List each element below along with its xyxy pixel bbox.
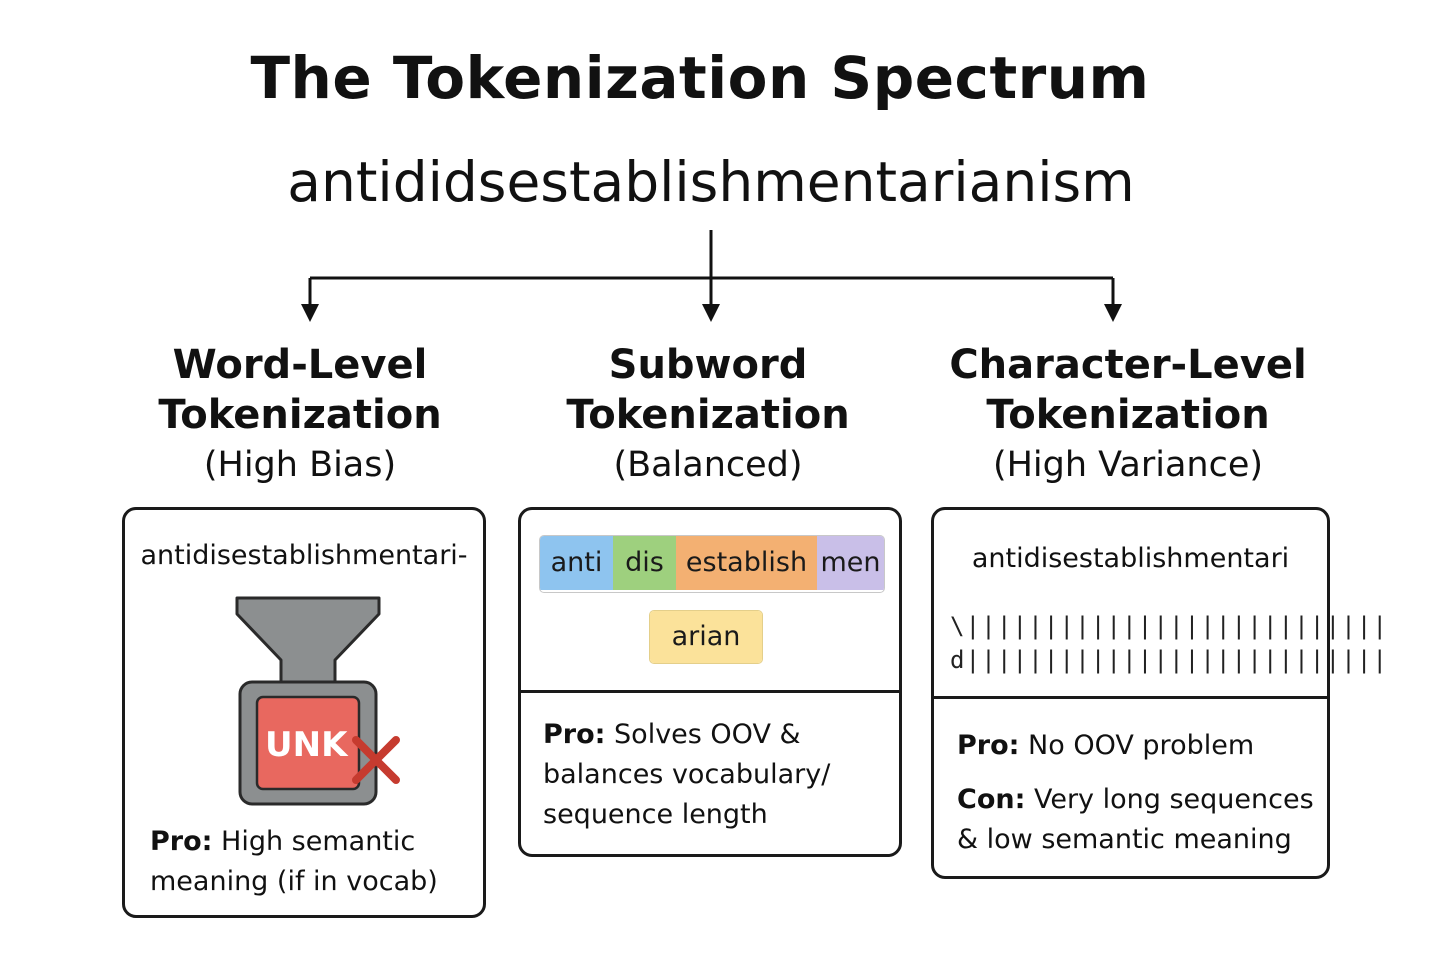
pro-text-line-2: balances vocabulary/ xyxy=(543,759,830,790)
character-level-con: Con: Very long sequences & low semantic … xyxy=(957,780,1322,860)
character-token-row: \||||||||||||||||||||||||||| xyxy=(950,612,1388,640)
pro-text-line-2: meaning (if in vocab) xyxy=(150,866,438,897)
character-level-title-2: Tokenization xyxy=(918,390,1338,440)
pro-text-line-3: sequence length xyxy=(543,799,768,830)
word-level-card: antidisestablishmentari- UNK Pro: High s… xyxy=(122,507,486,918)
subword-title: Subword xyxy=(508,340,908,390)
token-chip: men xyxy=(817,536,884,590)
token-chip: establish xyxy=(676,536,817,590)
pro-text: No OOV problem xyxy=(1019,730,1254,761)
subword-pro: Pro: Solves OOV & balances vocabulary/ s… xyxy=(543,715,888,835)
word-level-heading: Word-Level Tokenization (High Bias) xyxy=(100,340,500,490)
word-level-sample: antidisestablishmentari- xyxy=(125,540,483,571)
character-level-pro: Pro: No OOV problem xyxy=(957,726,1322,766)
word-level-pro: Pro: High semantic meaning (if in vocab) xyxy=(150,822,480,902)
character-level-subtitle: (High Variance) xyxy=(918,440,1338,490)
pro-label: Pro: xyxy=(150,826,212,857)
x-mark-icon xyxy=(350,734,402,786)
pro-text: Solves OOV & xyxy=(605,719,800,750)
card-divider xyxy=(521,690,899,693)
subword-heading: Subword Tokenization (Balanced) xyxy=(508,340,908,490)
token-chip: arian xyxy=(650,611,762,663)
card-divider xyxy=(934,696,1327,699)
unk-label: UNK xyxy=(265,725,347,765)
pro-text: High semantic xyxy=(212,826,415,857)
character-token-row: d||||||||||||||||||||||||||| xyxy=(950,646,1388,674)
character-level-sample: antidisestablishmentari xyxy=(934,543,1327,574)
subword-title-2: Tokenization xyxy=(508,390,908,440)
word-level-title-2: Tokenization xyxy=(100,390,500,440)
subword-card: anti dis establish men arian Pro: Solves… xyxy=(518,507,902,857)
arrowhead-left xyxy=(301,304,319,322)
con-text-line-2: & low semantic meaning xyxy=(957,824,1292,855)
branch-connectors xyxy=(0,0,1456,340)
word-level-subtitle: (High Bias) xyxy=(100,440,500,490)
token-row-2: arian xyxy=(649,610,763,664)
character-level-card: antidisestablishmentari \|||||||||||||||… xyxy=(931,507,1330,879)
token-chip: anti xyxy=(540,536,613,590)
pro-label: Pro: xyxy=(957,730,1019,761)
word-level-title: Word-Level xyxy=(100,340,500,390)
arrowhead-middle xyxy=(702,304,720,322)
pro-label: Pro: xyxy=(543,719,605,750)
con-text: Very long sequences xyxy=(1025,784,1313,815)
subword-subtitle: (Balanced) xyxy=(508,440,908,490)
con-label: Con: xyxy=(957,784,1025,815)
token-strip: anti dis establish men xyxy=(539,535,885,593)
character-level-title: Character-Level xyxy=(918,340,1338,390)
token-chip: dis xyxy=(613,536,676,590)
arrowhead-right xyxy=(1104,304,1122,322)
character-level-heading: Character-Level Tokenization (High Varia… xyxy=(918,340,1338,490)
